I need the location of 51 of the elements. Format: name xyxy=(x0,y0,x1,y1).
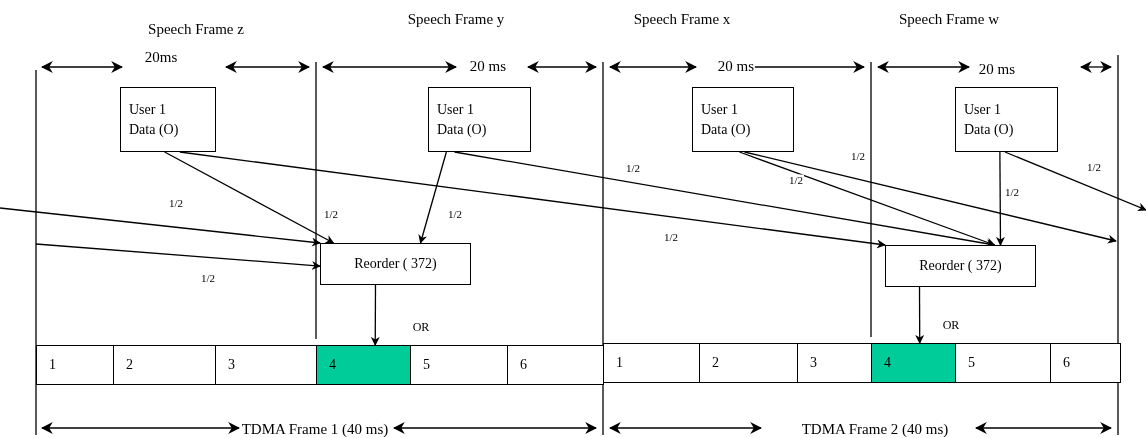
time-slot: 2 xyxy=(699,343,798,383)
frame-label: Speech Frame y xyxy=(406,11,506,27)
arrow xyxy=(738,151,996,247)
time-slot: 1 xyxy=(36,345,114,385)
arrow xyxy=(743,151,1117,244)
arrow xyxy=(418,151,447,244)
arrow xyxy=(995,151,1005,246)
ratio-label: 1/2 xyxy=(849,150,867,162)
arrow xyxy=(179,151,886,249)
time-slot: 4 xyxy=(316,345,411,385)
process-box: Reorder ( 372) xyxy=(320,243,471,285)
time-slot: 6 xyxy=(1050,343,1121,383)
time-slot: 2 xyxy=(113,345,216,385)
arrow xyxy=(0,207,321,247)
frame-label: Speech Frame z xyxy=(147,21,245,37)
ratio-label: 1/2 xyxy=(1085,161,1103,173)
frame-label: 20ms xyxy=(143,49,179,65)
frame-label: Speech Frame w xyxy=(898,11,1000,27)
ratio-label: 1/2 xyxy=(662,231,680,243)
output-label: OR xyxy=(941,319,961,331)
frame-label: 20 ms xyxy=(716,58,756,74)
frame-duration-label: TDMA Frame 1 (40 ms) xyxy=(240,421,390,437)
process-box: Reorder ( 372) xyxy=(885,245,1036,287)
arrow xyxy=(164,151,335,244)
time-slot: 4 xyxy=(871,343,956,383)
data-box: User 1 Data (O) xyxy=(428,87,531,152)
ratio-label: 1/2 xyxy=(1003,186,1021,198)
time-slot: 3 xyxy=(797,343,872,383)
time-slot: 1 xyxy=(603,343,700,383)
ratio-label: 1/2 xyxy=(446,208,464,220)
arrow xyxy=(1004,151,1146,212)
arrow xyxy=(915,286,925,344)
output-label: OR xyxy=(411,321,431,333)
data-box: User 1 Data (O) xyxy=(692,87,794,152)
frame-label: 20 ms xyxy=(468,58,508,74)
time-slot: 5 xyxy=(410,345,508,385)
ratio-label: 1/2 xyxy=(199,272,217,284)
ratio-label: 1/2 xyxy=(322,208,340,220)
arrow xyxy=(370,284,380,346)
ratio-label: 1/2 xyxy=(624,162,642,174)
frame-label: Speech Frame x xyxy=(632,11,732,27)
data-box: User 1 Data (O) xyxy=(955,87,1058,152)
ratio-label: 1/2 xyxy=(787,174,805,186)
time-slot: 6 xyxy=(507,345,604,385)
data-box: User 1 Data (O) xyxy=(120,87,216,152)
time-slot: 5 xyxy=(955,343,1051,383)
time-slot: 3 xyxy=(215,345,317,385)
frame-duration-label: TDMA Frame 2 (40 ms) xyxy=(800,421,950,437)
frame-label: 20 ms xyxy=(977,61,1017,77)
arrow xyxy=(35,243,321,270)
ratio-label: 1/2 xyxy=(167,197,185,209)
